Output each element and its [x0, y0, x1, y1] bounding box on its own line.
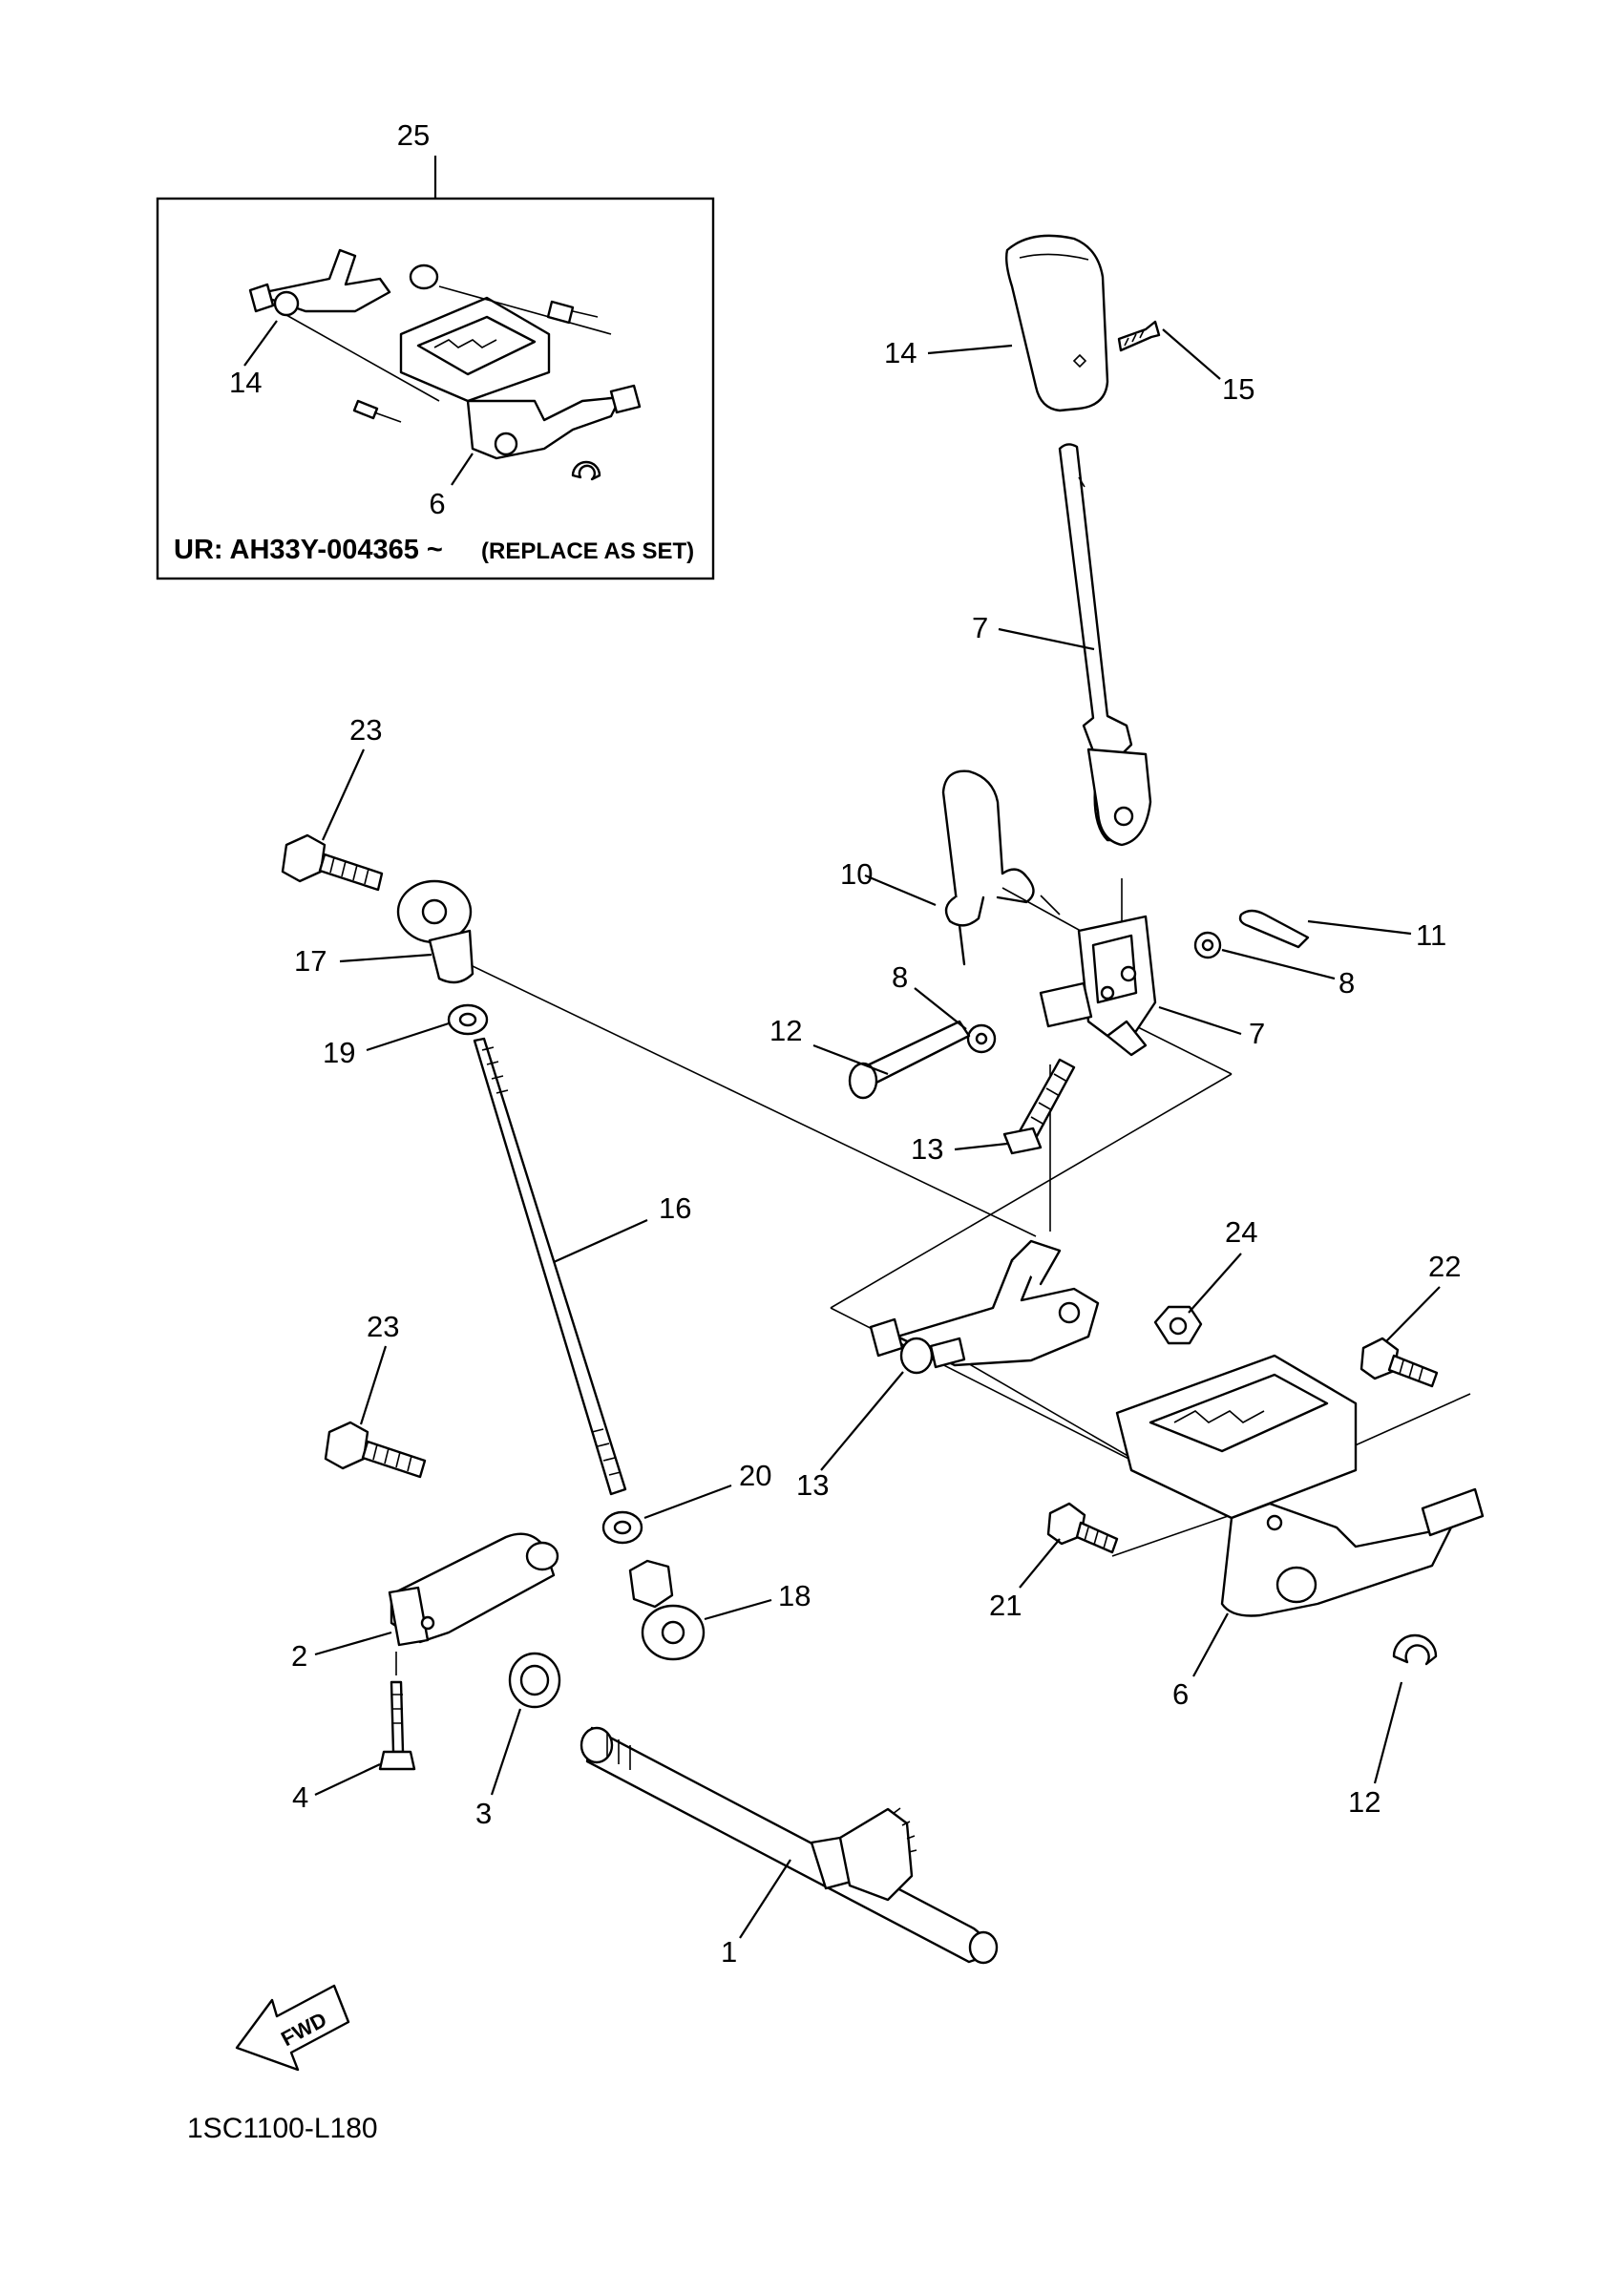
inset-assembly: 25 14	[156, 118, 715, 580]
inset-callout-14: 14	[229, 366, 262, 399]
inset-callout-6: 6	[429, 487, 445, 520]
callout-10: 11	[1416, 918, 1446, 952]
part-21-nut	[601, 1510, 643, 1545]
callout-2: 2	[291, 1639, 307, 1673]
part-5-shift-lever	[1058, 443, 1152, 847]
callout-25: 25	[397, 118, 430, 152]
part-2-arm	[388, 1532, 559, 1675]
inset-caption-serial: UR: AH33Y-004365 ~	[174, 535, 443, 565]
part-14-lever	[869, 1239, 1100, 1375]
callout-4: 4	[292, 1780, 308, 1814]
callout-18: 17	[294, 944, 327, 978]
callout-6: 6	[1172, 1677, 1189, 1711]
callout-8-right: 8	[1338, 966, 1355, 1000]
callout-23-top: 23	[349, 713, 382, 747]
callout-11: 12	[769, 1014, 802, 1047]
callout-20: 19	[323, 1036, 355, 1069]
part-10-cotter-pin	[1238, 909, 1310, 949]
callout-17: 16	[659, 1191, 691, 1225]
inset-caption-note: (REPLACE AS SET)	[481, 538, 694, 564]
callout-8-left: 8	[892, 960, 908, 994]
part-20-nut	[447, 1003, 489, 1036]
part-15-knob	[1004, 234, 1109, 412]
diagram-code: 1SC1100-L180	[187, 2113, 378, 2144]
callout-12: 13	[911, 1132, 943, 1166]
part-3-bushing	[508, 1652, 561, 1709]
part-24-nut	[1153, 1305, 1203, 1345]
part-18-ball-joint	[396, 879, 474, 984]
part-6-bracket	[1115, 1354, 1485, 1617]
part-13-clip	[1392, 1633, 1438, 1666]
part-19-ball-joint	[628, 1559, 706, 1661]
callout-22-top: 22	[1428, 1250, 1461, 1283]
callout-21: 20	[739, 1459, 771, 1492]
callout-19: 18	[778, 1579, 811, 1612]
callout-13: 12	[1348, 1785, 1381, 1819]
inset-bracket-drawing	[248, 248, 642, 481]
callouts: 14 15 7 10 11 8 8 7 12 13 23 17	[291, 328, 1461, 1969]
callout-3: 3	[475, 1797, 492, 1830]
part-9-spring	[941, 769, 1099, 966]
callout-24: 24	[1225, 1215, 1257, 1249]
part-23-bolt-lower	[324, 1421, 427, 1479]
part-12-bolt	[1002, 1058, 1076, 1155]
callout-23-bottom: 23	[367, 1310, 399, 1343]
part-22-screw-lower	[1046, 1502, 1119, 1554]
callout-1: 1	[721, 1935, 737, 1969]
part-7-lever-bracket	[1039, 915, 1157, 1057]
part-17-rod	[473, 1037, 627, 1496]
part-23-bolt-upper	[281, 833, 384, 892]
callout-22-bottom: 21	[989, 1589, 1022, 1622]
fwd-arrow: FWD	[235, 1984, 350, 2072]
callout-15: 14	[884, 336, 917, 369]
part-22-screw-upper	[1360, 1337, 1439, 1388]
part-4-bolt	[378, 1680, 416, 1771]
callout-16: 15	[1222, 372, 1254, 406]
inset-box	[156, 197, 715, 580]
callout-14: 13	[796, 1468, 829, 1502]
callout-5: 7	[972, 611, 988, 644]
callout-9: 10	[840, 857, 873, 891]
part-16-screw	[1117, 320, 1161, 352]
part-11-pin	[848, 1020, 971, 1100]
callout-7: 7	[1249, 1017, 1265, 1050]
main-drawing: FWD	[235, 234, 1485, 2072]
part-1-shift-shaft	[580, 1726, 999, 1965]
